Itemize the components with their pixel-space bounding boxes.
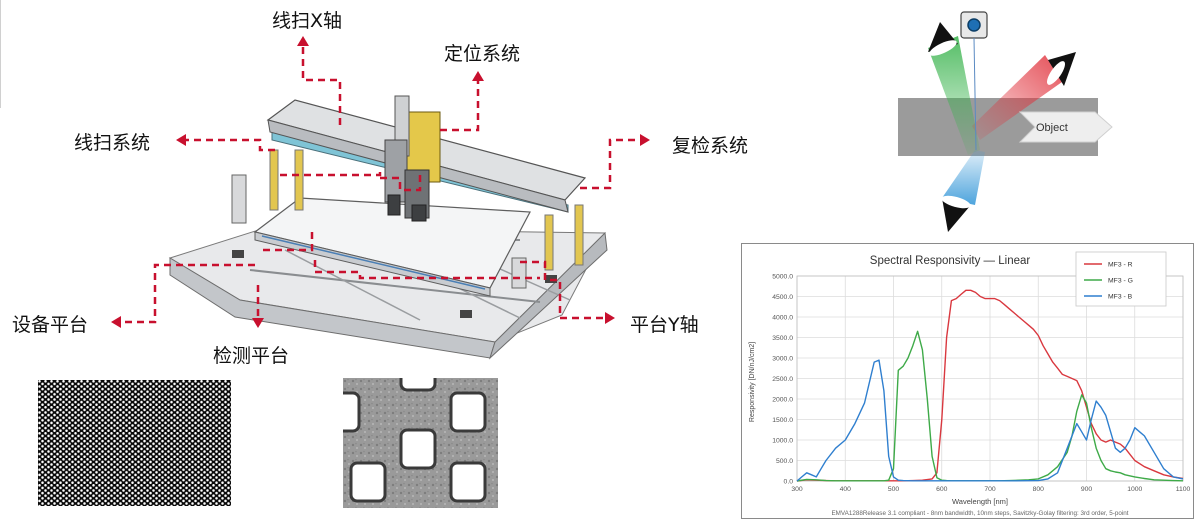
arrowhead-positioning bbox=[472, 71, 484, 81]
x-tick-label: 900 bbox=[1081, 486, 1093, 493]
y-tick-label: 1500.0 bbox=[772, 417, 793, 424]
object-label: Object bbox=[1036, 122, 1068, 134]
chart-title: Spectral Responsivity — Linear bbox=[870, 255, 1031, 267]
green-beam bbox=[928, 36, 980, 155]
leader-stage bbox=[263, 230, 314, 252]
legend-box bbox=[1075, 251, 1167, 307]
y-tick-label: 4000.0 bbox=[772, 315, 793, 322]
leader-line-scan bbox=[185, 138, 275, 152]
label-inspection-platform: 检测平台 bbox=[213, 345, 290, 367]
optics-diagram: Object bbox=[898, 11, 1113, 232]
y-tick-label: 2000.0 bbox=[772, 397, 793, 404]
perforated-mesh-image bbox=[38, 380, 231, 506]
arrowhead-line-scan bbox=[176, 134, 186, 146]
legend-entry: MF3 - B bbox=[1108, 294, 1133, 301]
y-tick-label: 0.0 bbox=[784, 479, 794, 486]
micro-hole-image bbox=[343, 378, 498, 508]
arrowhead-equipment bbox=[111, 316, 121, 328]
x-tick-label: 600 bbox=[936, 486, 948, 493]
chart-xlabel: Wavelength [nm] bbox=[952, 497, 1008, 506]
blue-beam bbox=[942, 150, 985, 205]
y-tick-label: 500.0 bbox=[776, 458, 793, 465]
machine-diagram bbox=[111, 36, 650, 360]
x-tick-label: 1100 bbox=[1176, 486, 1191, 493]
label-recheck-system: 复检系统 bbox=[672, 135, 749, 157]
x-tick-label: 700 bbox=[984, 486, 996, 493]
left-edge-line bbox=[0, 0, 1, 108]
leader-lines bbox=[120, 45, 640, 324]
leader-ylink bbox=[313, 260, 540, 280]
arrowhead-y-axis bbox=[605, 312, 615, 324]
x-tick-label: 800 bbox=[1033, 486, 1045, 493]
leader-x-axis bbox=[301, 45, 342, 125]
label-platform-y-axis: 平台Y轴 bbox=[630, 314, 699, 336]
label-equipment-platform: 设备平台 bbox=[12, 314, 89, 336]
machine-illustration bbox=[168, 95, 608, 360]
legend-entry: MF3 - R bbox=[1108, 262, 1133, 269]
legend-entry: MF3 - G bbox=[1108, 278, 1133, 285]
chart-footnote: EMVA1288Release 3.1 compliant - 8nm band… bbox=[831, 510, 1128, 517]
leader-arrowheads bbox=[111, 36, 650, 328]
series-line-1 bbox=[796, 289, 1184, 482]
chart-legend: MF3 - R MF3 - G MF3 - B bbox=[1075, 251, 1167, 307]
arrowhead-x-axis bbox=[297, 36, 309, 46]
x-tick-label: 1000 bbox=[1127, 486, 1142, 493]
leader-positioning bbox=[440, 80, 480, 132]
object-arrow bbox=[1018, 111, 1113, 143]
spectral-chart: Spectral Responsivity — Linear 0.0 500.0 1… bbox=[749, 251, 1191, 517]
chart-grid bbox=[796, 275, 1184, 482]
chart-series bbox=[796, 289, 1184, 482]
x-tick-label: 400 bbox=[840, 486, 852, 493]
leader-recheck bbox=[580, 138, 640, 190]
y-tick-label: 3500.0 bbox=[772, 335, 793, 342]
y-tick-label: 1000.0 bbox=[772, 438, 793, 445]
x-tick-label: 300 bbox=[791, 486, 803, 493]
chart-ylabel: Responsivity [DN/nJ/cm2] bbox=[749, 342, 756, 422]
y-tick-label: 4500.0 bbox=[772, 294, 793, 301]
spectral-chart-panel: Spectral Responsivity — Linear 0.0 500.0 1… bbox=[741, 243, 1194, 519]
leader-equipment bbox=[120, 263, 255, 324]
x-tick-label: 500 bbox=[888, 486, 900, 493]
leader-scan-inner bbox=[280, 172, 382, 177]
y-tick-label: 3000.0 bbox=[772, 356, 793, 363]
label-positioning-system: 定位系统 bbox=[444, 43, 521, 65]
y-tick-label: 5000.0 bbox=[772, 274, 793, 281]
leader-stage-2 bbox=[380, 175, 422, 192]
arrowhead-inspection bbox=[252, 318, 264, 328]
chart-axes: 0.0 500.0 1000.0 1500.0 2000.0 2500.0 3000.0 35… bbox=[772, 274, 1190, 494]
label-x-axis-scan: 线扫X轴 bbox=[272, 10, 343, 32]
y-tick-label: 2500.0 bbox=[772, 376, 793, 383]
series-line-3 bbox=[796, 359, 1184, 482]
leader-y-axis bbox=[520, 260, 605, 320]
red-beam bbox=[972, 55, 1062, 140]
label-line-scan-system: 线扫系统 bbox=[74, 132, 151, 154]
arrowhead-recheck bbox=[640, 134, 650, 146]
